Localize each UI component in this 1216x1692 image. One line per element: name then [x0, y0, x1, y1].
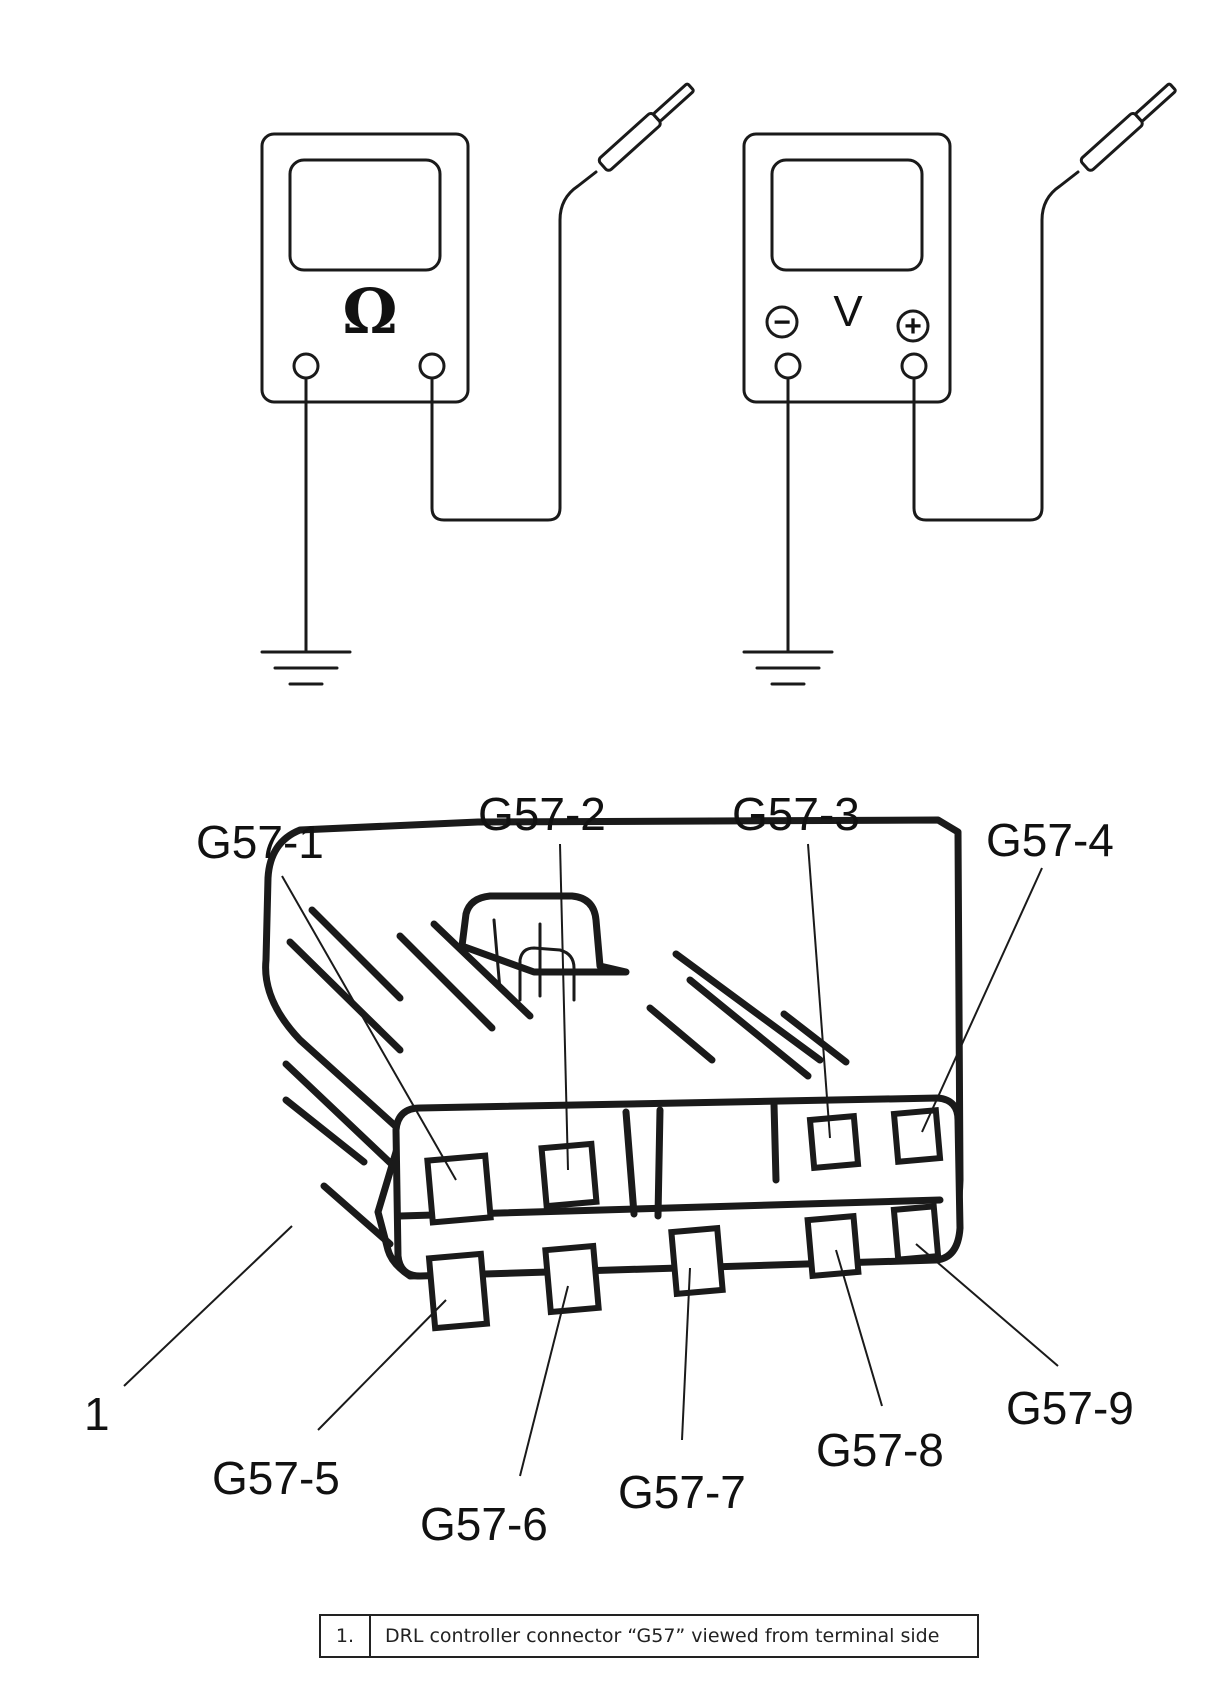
voltmeter-display [770, 158, 924, 272]
leader-g57-6 [519, 1285, 569, 1477]
terminal-slot-g57-6 [542, 1242, 602, 1316]
pin-label-g57-1: G57-1 [196, 816, 324, 868]
leader-g57-1 [281, 875, 457, 1181]
connector-g57: G57-1 G57-2 G57-3 G57-4 G57-5 G57-6 G57-… [84, 788, 1134, 1550]
minus-icon: − [765, 305, 799, 339]
housing-ridge [282, 1096, 368, 1166]
housing-ridge [396, 932, 496, 1032]
ohmmeter-com-terminal [292, 352, 320, 380]
face-partition [654, 1106, 664, 1220]
leader-callout-1 [123, 1225, 293, 1387]
voltmeter-positive-terminal [900, 352, 928, 380]
terminal-slot-g57-4 [890, 1107, 944, 1165]
terminal-slot-g57-3 [806, 1112, 862, 1172]
voltmeter-probe-lead [912, 170, 1080, 522]
pin-label-g57-4: G57-4 [986, 814, 1114, 866]
svg-text:−: − [773, 306, 791, 339]
probe-icon [597, 82, 695, 172]
leader-g57-5 [317, 1299, 447, 1431]
leader-g57-7 [681, 1267, 691, 1441]
ohmmeter-probe-terminal [418, 352, 446, 380]
terminal-slot-g57-7 [668, 1224, 726, 1298]
terminal-slot-g57-1 [424, 1152, 494, 1226]
terminal-slot-g57-8 [804, 1212, 862, 1280]
pin-label-g57-6: G57-6 [420, 1498, 548, 1550]
leader-g57-4 [921, 867, 1043, 1133]
face-partition [622, 1108, 638, 1218]
pin-label-g57-5: G57-5 [212, 1452, 340, 1504]
ohmmeter-body [260, 132, 470, 404]
ohmmeter-probe-lead [430, 170, 598, 522]
legend-table: 1. DRL controller connector “G57” viewed… [319, 1614, 979, 1658]
leader-g57-3 [807, 843, 831, 1139]
terminal-slot-g57-9 [890, 1203, 942, 1263]
ground-icon [260, 650, 352, 686]
terminal-slot-g57-2 [538, 1140, 600, 1210]
housing-ridge [286, 938, 404, 1054]
pin-label-g57-2: G57-2 [478, 788, 606, 840]
face-partition [770, 1100, 780, 1184]
housing-ridge [672, 950, 824, 1064]
leader-g57-2 [559, 843, 569, 1171]
connector-lock-tab [458, 892, 630, 976]
voltmeter-body [742, 132, 952, 404]
voltmeter-negative-terminal [774, 352, 802, 380]
volt-symbol: V [833, 287, 863, 336]
ohm-symbol: Ω [342, 275, 397, 348]
callout-number: 1 [84, 1388, 110, 1440]
pin-label-g57-7: G57-7 [618, 1466, 746, 1518]
housing-ridge [646, 1004, 716, 1064]
pin-label-g57-8: G57-8 [816, 1424, 944, 1476]
voltmeter: V − + [742, 82, 1177, 686]
terminal-slot-g57-5 [425, 1250, 491, 1332]
housing-ridge [320, 1182, 394, 1248]
housing-ridge [282, 1060, 406, 1178]
housing-ridge [780, 1010, 850, 1066]
probe-icon [1079, 82, 1177, 172]
ground-icon [742, 650, 834, 686]
legend-number: 1. [321, 1616, 371, 1656]
pin-label-g57-9: G57-9 [1006, 1382, 1134, 1434]
pin-label-g57-3: G57-3 [732, 788, 860, 840]
ohmmeter: Ω [260, 82, 695, 686]
leader-g57-8 [835, 1249, 883, 1407]
legend-description: DRL controller connector “G57” viewed fr… [385, 1625, 940, 1647]
ohmmeter-display [288, 158, 442, 272]
leader-g57-9 [915, 1243, 1059, 1367]
plus-icon: + [896, 309, 930, 343]
svg-text:+: + [904, 310, 922, 343]
lock-tab-slot [518, 946, 576, 1002]
housing-ridge [686, 976, 812, 1080]
housing-ridge [308, 906, 404, 1002]
housing-ridge [430, 920, 534, 1020]
